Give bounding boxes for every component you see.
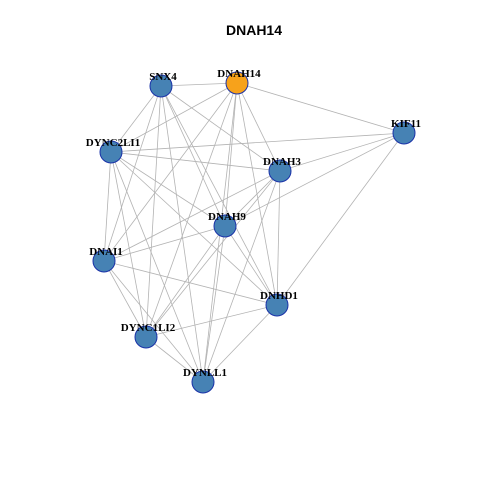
edge-dnhd1-dync1li2 bbox=[145, 304, 278, 338]
node-dynll1[interactable] bbox=[191, 370, 215, 394]
edge-dync1li2-dynll1 bbox=[145, 336, 204, 383]
edge-dnah9-dnai1 bbox=[103, 225, 226, 262]
label-layer: DNAH14 SNX4KIF11DYNC2LI1DNAH3DNAH9DNAI1DN… bbox=[86, 68, 421, 379]
edge-dnah9-dynll1 bbox=[202, 225, 226, 383]
edge-dnah3-dynll1 bbox=[202, 170, 281, 383]
edge-snx4-dync1li2 bbox=[145, 85, 162, 338]
edge-snx4-dnah3 bbox=[160, 85, 281, 172]
edge-kif11-dnhd1 bbox=[276, 132, 405, 306]
edge-snx4-dynll1 bbox=[160, 85, 204, 383]
edge-dnah14-snx4 bbox=[160, 82, 238, 87]
edge-kif11-dnah3 bbox=[279, 132, 405, 172]
node-kif11[interactable] bbox=[392, 121, 416, 145]
edge-dync2li1-dnah3 bbox=[110, 151, 281, 172]
edge-dnah3-dnhd1 bbox=[276, 170, 281, 306]
edge-snx4-dnai1 bbox=[103, 85, 162, 262]
node-label-dync2li1: DYNC2LI1 bbox=[86, 137, 140, 149]
edge-dnah9-dnhd1 bbox=[224, 225, 278, 306]
edge-dync2li1-dnah9 bbox=[110, 151, 226, 227]
node-dnah14[interactable] bbox=[225, 71, 249, 95]
edge-dnah3-dync1li2 bbox=[145, 170, 281, 338]
node-label-dynll1: DYNLL1 bbox=[183, 367, 227, 379]
node-label-dync1li2: DYNC1LI2 bbox=[121, 322, 176, 334]
graph-title: DNAH14 bbox=[226, 22, 282, 38]
edge-dnhd1-dynll1 bbox=[202, 304, 278, 383]
node-label-dnah9: DNAH9 bbox=[208, 211, 246, 223]
node-layer bbox=[92, 71, 416, 394]
edge-snx4-dnhd1 bbox=[160, 85, 278, 306]
node-dync2li1[interactable] bbox=[99, 140, 123, 164]
edge-layer bbox=[103, 82, 405, 383]
edge-dnah14-kif11 bbox=[236, 82, 405, 134]
node-dnhd1[interactable] bbox=[265, 293, 289, 317]
edge-dync2li1-dnhd1 bbox=[110, 151, 278, 306]
edge-dnah14-dnah3 bbox=[236, 82, 281, 172]
edge-snx4-dnah9 bbox=[160, 85, 226, 227]
node-label-snx4: SNX4 bbox=[149, 71, 177, 83]
node-dync1li2[interactable] bbox=[134, 325, 158, 349]
node-label-dnah3: DNAH3 bbox=[263, 156, 301, 168]
node-dnah9[interactable] bbox=[213, 214, 237, 238]
edge-dnah14-dync1li2 bbox=[145, 82, 238, 338]
edge-kif11-dnah9 bbox=[224, 132, 405, 227]
edge-kif11-dync2li1 bbox=[110, 132, 405, 153]
node-label-dnhd1: DNHD1 bbox=[260, 290, 298, 302]
edge-snx4-dync2li1 bbox=[110, 85, 162, 153]
edge-dnah3-dnah9 bbox=[224, 170, 281, 227]
edge-dync2li1-dynll1 bbox=[110, 151, 204, 383]
node-dnah3[interactable] bbox=[268, 159, 292, 183]
edge-dnah3-dnai1 bbox=[103, 170, 281, 262]
node-dnai1[interactable] bbox=[92, 249, 116, 273]
edge-dnah14-dnah9 bbox=[224, 82, 238, 227]
node-label-dnai1: DNAI1 bbox=[89, 246, 123, 258]
node-label-kif11: KIF11 bbox=[391, 118, 421, 130]
edge-dnah14-dync2li1 bbox=[110, 82, 238, 153]
edge-dnai1-dynll1 bbox=[103, 260, 204, 383]
node-snx4[interactable] bbox=[149, 74, 173, 98]
edge-dnai1-dnhd1 bbox=[103, 260, 278, 306]
edge-dync2li1-dync1li2 bbox=[110, 151, 147, 338]
edge-dync2li1-dnai1 bbox=[103, 151, 112, 262]
node-label-dnah14: DNAH14 bbox=[217, 68, 261, 80]
edge-dnai1-dync1li2 bbox=[103, 260, 147, 338]
